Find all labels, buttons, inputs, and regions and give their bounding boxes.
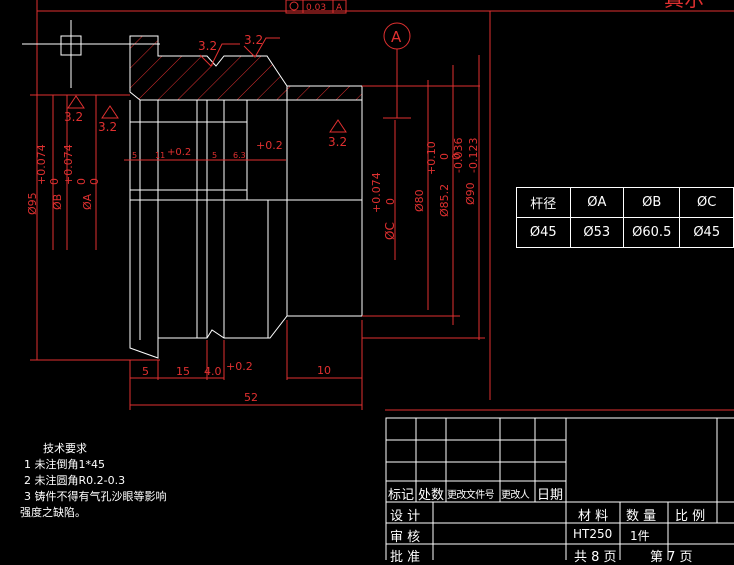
technical-requirements: 技术要求 1 未注倒角1*45 2 未注圆角R0.2-0.3 3 铸件不得有气孔… [20,441,167,521]
revision-person-label: 更改人 [501,490,530,501]
roughness-marks [67,37,347,133]
bottom-dim-5: 5 [142,365,149,378]
notes-line: 1 未注倒角1*45 [24,458,105,471]
right-dimension-lines [362,55,485,340]
scale-label: 比 例 [675,509,706,524]
tolerance-datum: A [336,3,343,13]
revision-mark-label: 标记 [388,488,415,503]
table-cell: Ø53 [569,217,625,248]
tolerance-value: 0.03 [306,3,326,13]
dim-phi85-2: Ø85.2 [438,184,451,217]
svg-text:A: A [391,28,402,46]
notes-line: 3 铸件不得有气孔沙眼等影响 [24,490,167,503]
table-cell: Ø60.5 [623,217,681,248]
groove-dim-tol1: +0.2 [167,147,191,158]
roughness-4: 3.2 [98,120,117,134]
table-cell: Ø45 [679,217,734,248]
notes-line: 强度之缺陷。 [20,506,86,519]
dim-phiC-lower: 0 [384,198,397,205]
position-symbol-icon [289,1,299,11]
dim-b-lower: 0 [48,178,61,185]
bottom-dim-tol: +0.2 [226,360,253,373]
review-label: 审 核 [390,530,421,545]
groove-dim-tol2: +0.2 [256,139,283,152]
table-header-cell: ØB [623,187,681,218]
notes-line: 2 未注圆角R0.2-0.3 [24,474,126,487]
roughness-5: 3.2 [328,135,347,149]
bottom-dim-lines [129,320,363,410]
groove-dim-5b: 5 [212,151,217,160]
table-row: Ø45 Ø53 Ø60.5 Ø45 [516,217,734,248]
dim-phiA: ØA [81,193,94,210]
bottom-dim-52: 52 [244,391,258,404]
notes-title: 技术要求 [43,442,87,455]
table-header-cell: ØC [679,187,734,218]
datum-a-symbol: A [383,22,411,119]
revision-doc-label: 更改文件号 [447,490,495,501]
dim-90-zero: 0 [450,153,463,160]
centre-mark [22,20,160,88]
groove-dim-5a: 5 [132,151,137,160]
dim-phiC: ØC [383,222,397,240]
table-cell: Ø45 [516,217,571,248]
roughness-1: 3.2 [198,39,217,53]
dim-phiC-upper: +0.074 [370,172,383,213]
design-label: 设 计 [390,509,421,524]
dim-phi90: Ø90 [464,182,477,205]
dim-b-upper: +0.074 [35,144,48,185]
revision-date-label: 日期 [537,488,564,503]
dim-c-upper: +0.10 [425,141,438,175]
table-header-cell: ØA [569,187,625,218]
dim-phiA-lower: 0 [88,178,101,185]
title-block-grid [385,417,734,560]
roughness-3: 3.2 [64,110,83,124]
material-value: HT250 [573,527,613,541]
position-tolerance-frame: 0.03 A [285,0,347,14]
groove-dim-11: 11 [155,151,165,160]
bottom-dim-4: 4.0 [204,365,222,378]
table-header-cell: 杆径 [516,187,571,218]
total-pages: 共 8 页 [574,550,617,565]
dim-a-upper: +0.074 [62,144,75,185]
drawing-title-fragment: 真尔 [664,0,704,11]
parameter-table: 杆径 ØA ØB ØC Ø45 Ø53 Ø60.5 Ø45 [516,187,734,248]
bottom-dim-15: 15 [176,365,190,378]
dim-phi95: Ø95 [26,192,39,215]
dim-90-upper: -0.036 [452,138,465,173]
dim-c-lower: 0 [438,153,451,160]
revision-count-label: 处数 [418,488,445,503]
quantity-label: 数 量 [626,509,657,524]
dim-phiB: ØB [51,194,64,210]
page-number: 第 7 页 [650,550,693,565]
material-label: 材 料 [578,509,609,524]
quantity-value: 1件 [630,529,650,543]
part-section [129,35,363,359]
table-header-row: 杆径 ØA ØB ØC [516,187,734,218]
dim-a-lower: 0 [75,178,88,185]
approve-label: 批 准 [390,550,421,565]
dim-phi80: Ø80 [413,189,426,212]
dim-90-lower: -0.123 [467,138,480,173]
bottom-dim-10: 10 [317,364,331,377]
groove-dim-6-3: 6.3 [233,151,246,160]
roughness-2: 3.2 [244,33,263,47]
left-dimension-lines [30,45,160,361]
